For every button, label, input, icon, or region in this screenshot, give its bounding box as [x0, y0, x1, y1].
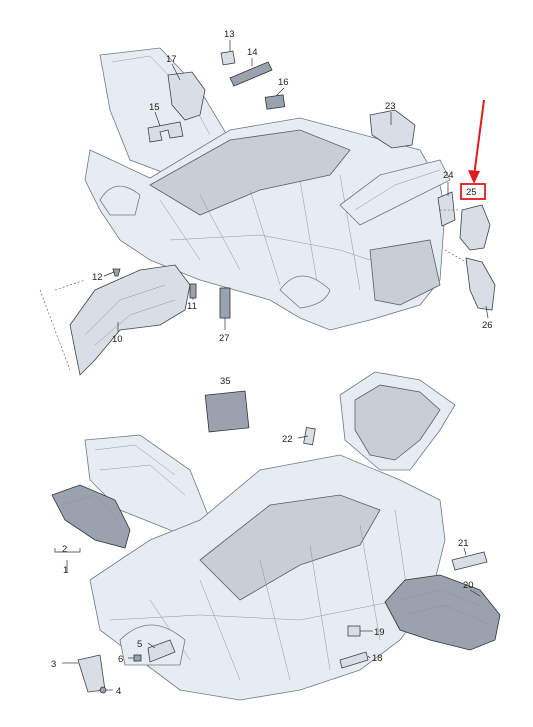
callout-17: 17	[166, 54, 177, 65]
callout-35: 35	[220, 376, 231, 387]
callout-13: 13	[224, 29, 235, 40]
part-5-bracket	[147, 639, 176, 663]
part-20-floor-insulator	[384, 574, 501, 651]
callout-2: 2	[62, 544, 67, 555]
callout-20: 20	[463, 580, 474, 591]
part-23-bracket	[369, 109, 416, 149]
highlight-box	[460, 183, 486, 200]
callout-3: 3	[51, 659, 56, 670]
part-6-clip	[133, 654, 142, 662]
callout-23: 23	[385, 101, 396, 112]
highlight-arrow	[468, 99, 485, 184]
part-22-clip	[303, 426, 316, 446]
callout-1: 1	[63, 565, 68, 576]
callout-5: 5	[137, 639, 142, 650]
callout-16: 16	[278, 77, 289, 88]
callout-labels: 13 14 16 17 15 23 24 25 26 12 11 27 10 3…	[51, 29, 493, 697]
part-12-clip	[112, 268, 121, 277]
part-15-u-insulator	[147, 121, 184, 143]
callout-19: 19	[374, 627, 385, 638]
part-35-pad	[204, 390, 250, 433]
part-18-strip	[339, 651, 369, 669]
part-16-block	[264, 94, 286, 110]
callout-11: 11	[187, 301, 197, 312]
part-19-pad	[347, 625, 361, 637]
part-13-pad	[220, 50, 236, 66]
part-4-nut	[99, 686, 107, 694]
callout-27: 27	[219, 333, 230, 344]
callout-12: 12	[92, 272, 103, 283]
part-21-strip	[451, 551, 488, 571]
part-3-bracket	[77, 654, 106, 693]
callout-18: 18	[372, 653, 383, 664]
part-14-strip	[229, 61, 273, 87]
part-26-strip	[465, 257, 496, 311]
callout-6: 6	[118, 654, 123, 665]
callout-26: 26	[482, 320, 493, 331]
callout-15: 15	[149, 102, 160, 113]
callout-14: 14	[247, 47, 258, 58]
part-27-bracket	[219, 287, 231, 319]
part-17-insulator	[167, 71, 206, 121]
callout-4: 4	[116, 686, 121, 697]
part-11-bracket	[189, 283, 197, 299]
part-25	[459, 204, 491, 251]
upper-car-body	[84, 47, 451, 331]
callout-21: 21	[458, 538, 469, 549]
callout-24: 24	[443, 170, 454, 181]
callout-25: 25	[466, 187, 477, 198]
part-24-panel	[437, 191, 456, 227]
leader-lines	[39, 40, 489, 691]
part-10-wheelhouse-liner	[69, 264, 191, 376]
callout-10: 10	[112, 334, 123, 345]
callout-22: 22	[282, 434, 293, 445]
lower-car-body	[84, 371, 456, 701]
part-2-front-liner	[51, 484, 131, 549]
